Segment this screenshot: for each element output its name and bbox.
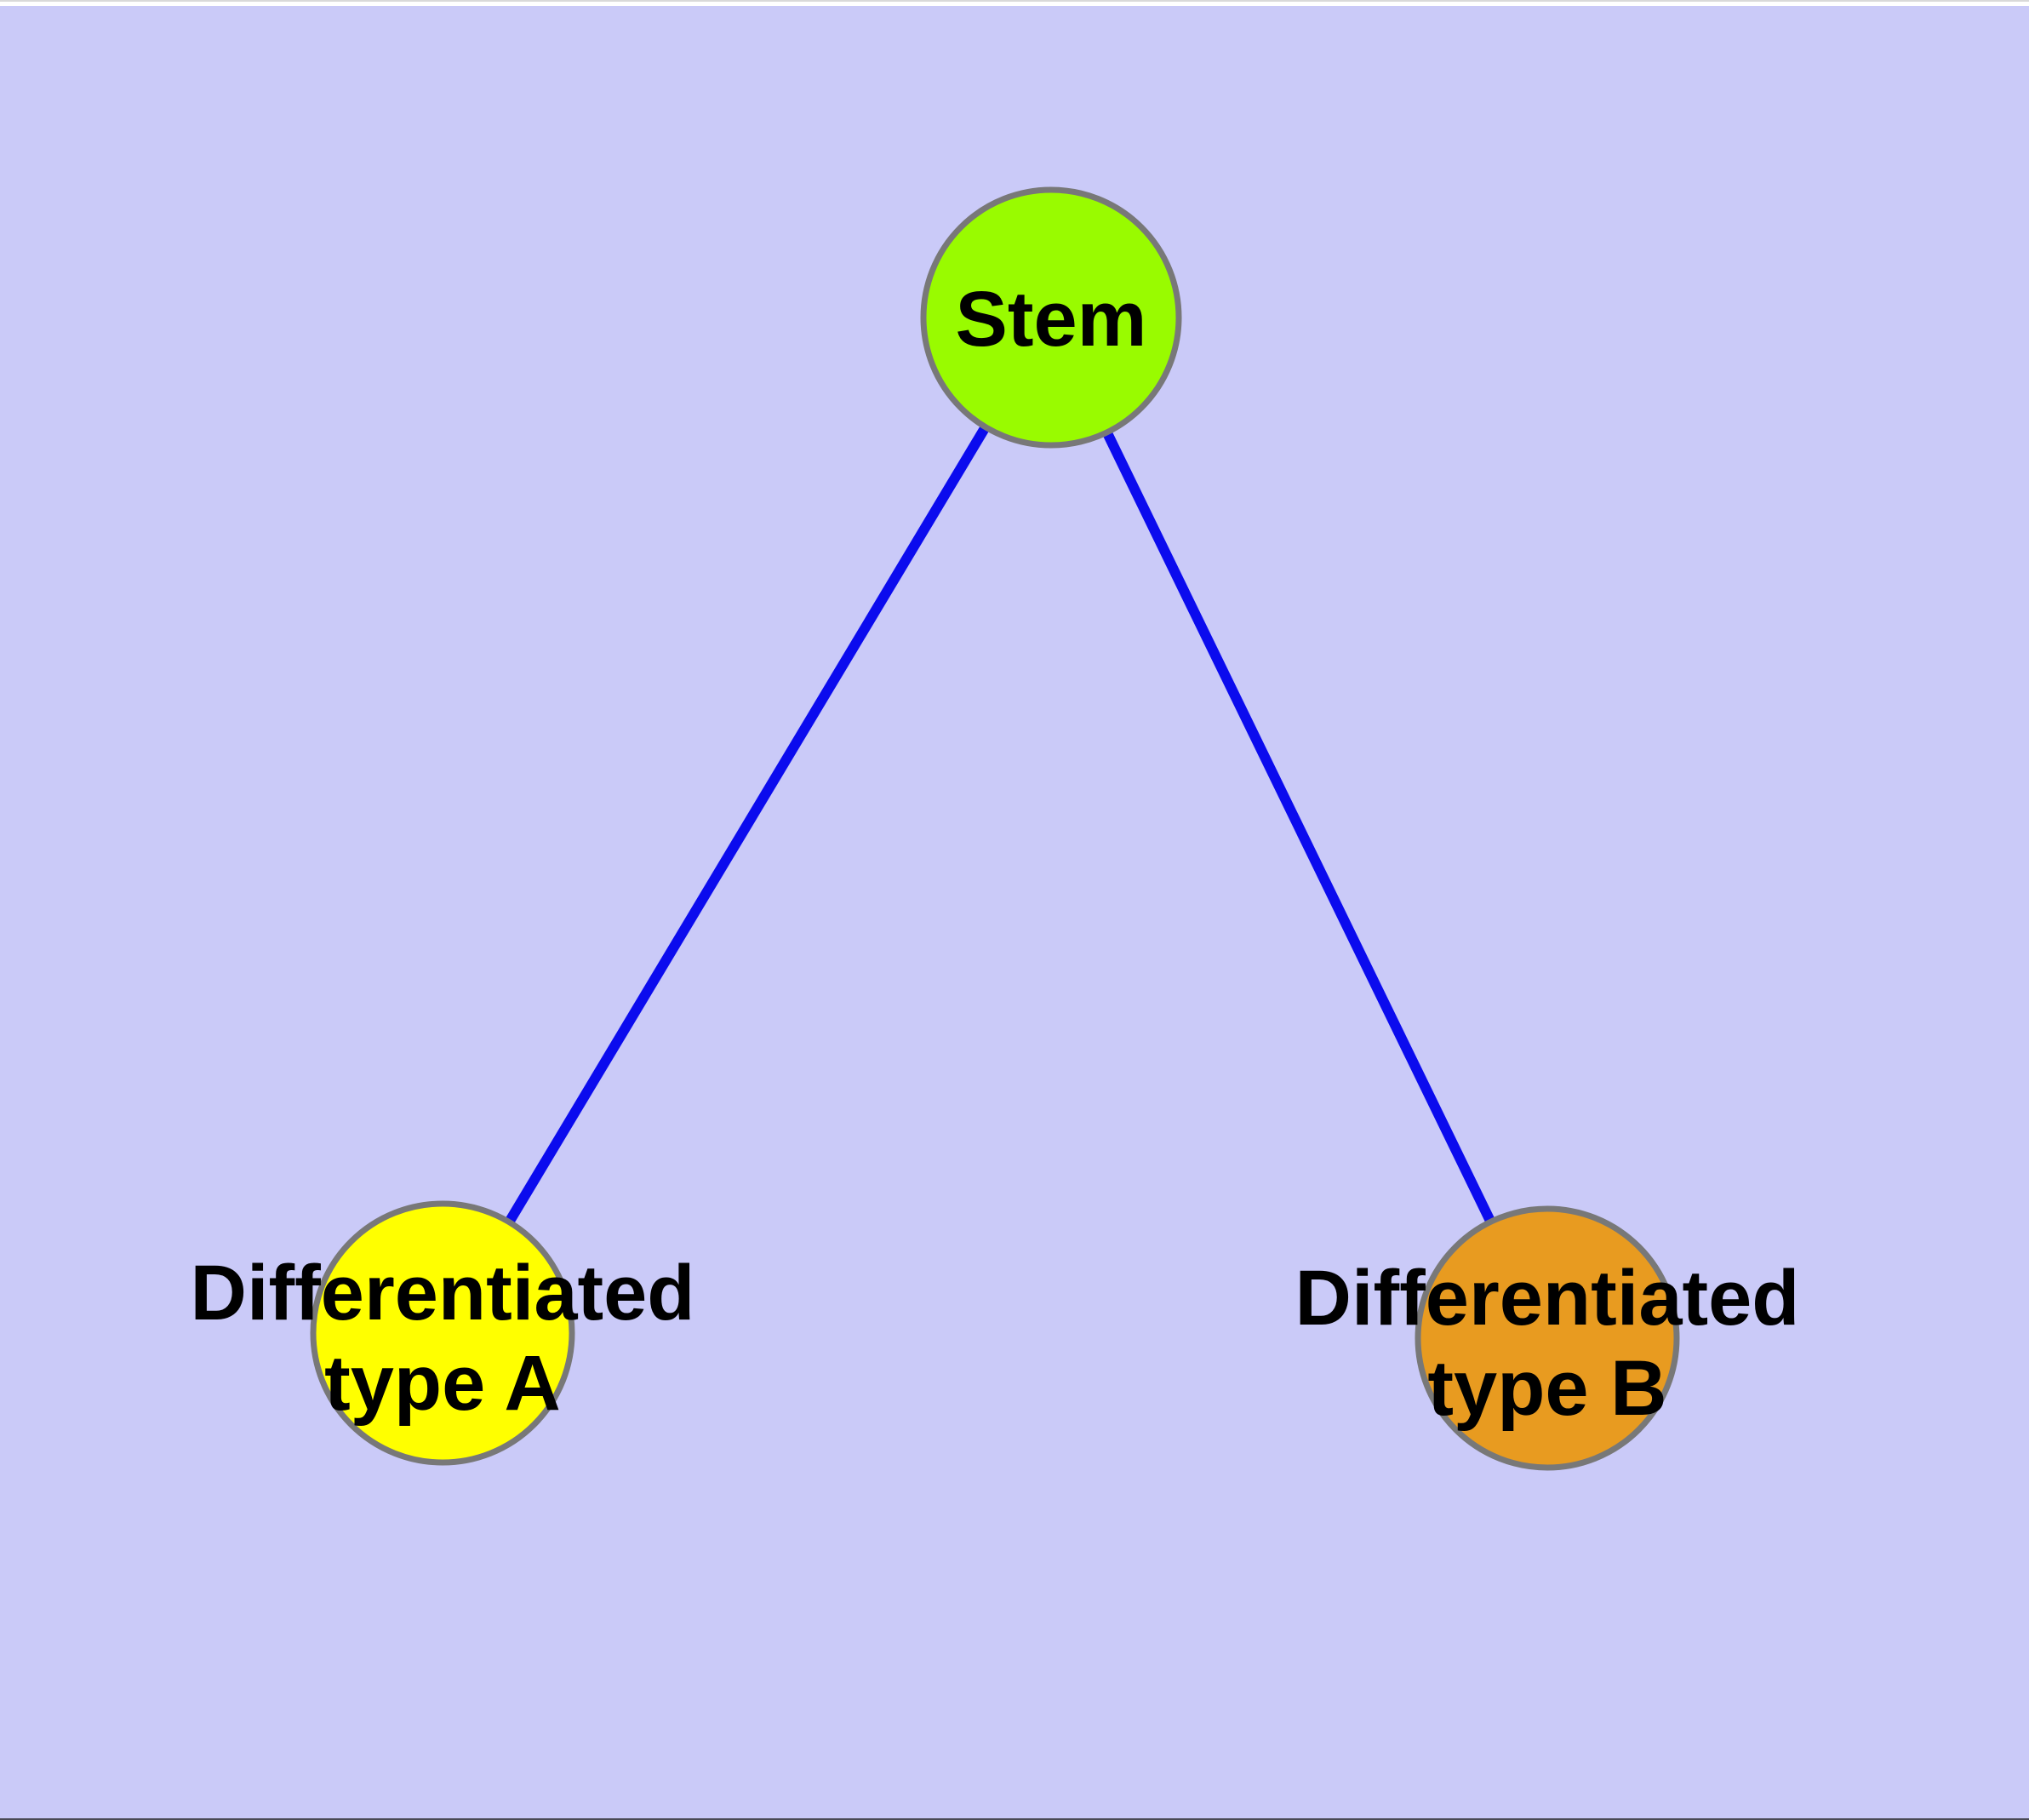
window-top-edge-line <box>0 0 2029 2</box>
node-stem-circle <box>920 186 1182 449</box>
node-type-b-label-line2: type B <box>1427 1345 1666 1432</box>
node-type-a-label-line2: type A <box>324 1340 561 1427</box>
edge-stem-to-type-a <box>437 314 1056 1336</box>
node-stem-label: Stem <box>956 276 1147 363</box>
node-type-b-circle <box>1415 1205 1680 1471</box>
window-top-strip <box>0 0 2029 6</box>
node-type-a-label-line1: Differentiated <box>191 1250 695 1336</box>
edge-stem-to-type-b <box>1046 315 1552 1341</box>
node-type-b-label-line1: Differentiated <box>1295 1255 1800 1342</box>
node-type-a-circle <box>310 1200 575 1466</box>
window-bottom-edge-line <box>0 1818 2029 1820</box>
